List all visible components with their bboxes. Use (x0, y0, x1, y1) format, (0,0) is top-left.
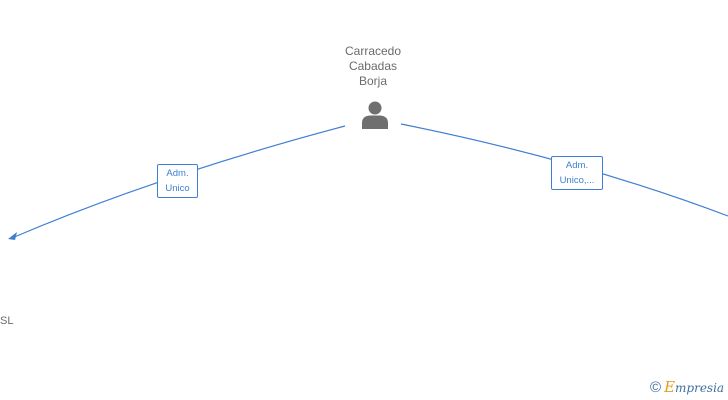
person-name-line: Cabadas (348, 59, 398, 73)
edge-label-line: Unico,... (559, 175, 595, 186)
person-name-line: Carracedo (344, 44, 402, 58)
copyright-icon: © (650, 379, 662, 396)
person-icon[interactable] (360, 100, 390, 130)
edge-label-right[interactable]: Adm. Unico,... (551, 156, 603, 190)
person-name-line: Borja (358, 74, 387, 88)
edge-label-line: Adm. (565, 160, 589, 171)
edge-label-left[interactable]: Adm. Unico (157, 164, 198, 198)
edge-label-line: Unico (165, 183, 190, 194)
brand-text: mpresia (675, 381, 725, 395)
edge-label-line: Adm. (166, 168, 189, 179)
brand-initial: E (664, 378, 676, 396)
arrowhead-left (8, 232, 17, 240)
company-name[interactable]: SL (0, 315, 14, 327)
empresia-watermark: ©Empresia (650, 378, 724, 396)
person-name[interactable]: Carracedo Cabadas Borja (323, 44, 423, 89)
